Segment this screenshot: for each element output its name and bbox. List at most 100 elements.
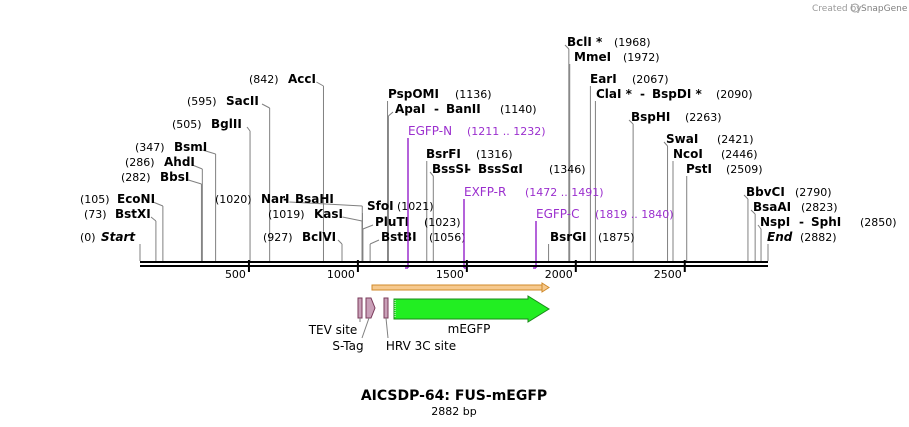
axis-tick-label: 1000 (327, 268, 355, 281)
site-leader-connector (388, 111, 394, 117)
snapgene-logo-icon (850, 3, 860, 13)
site-acci[interactable]: (842) AccI (249, 72, 316, 86)
site-sacii[interactable]: (595)SacII (187, 94, 259, 108)
site-bcli[interactable]: (1968) BclI * (567, 35, 651, 49)
primer-range: (1472 .. 1491) (525, 186, 604, 199)
primer-range: (1819 .. 1840) (595, 208, 674, 221)
leader-lines (139, 44, 769, 261)
site-leader-connector (261, 103, 270, 109)
site-name: BstBI (381, 230, 417, 244)
site-position: (1346) (549, 163, 586, 176)
site-econi[interactable]: (105) EcoNI (80, 192, 155, 206)
site-nspi[interactable]: (2850)NspI-SphI (760, 215, 897, 229)
site-position: (2850) (860, 216, 897, 229)
site-kasi[interactable]: (1019)KasI (268, 207, 343, 221)
site-leader-connector (202, 149, 216, 155)
primer-name: EXFP-R (464, 185, 506, 199)
site-leader-connector (429, 171, 434, 177)
feature-hrv-3c-site[interactable] (383, 297, 389, 319)
site-name: BbvCI (746, 185, 785, 199)
site-eari[interactable]: (2067)EarI (590, 72, 669, 86)
site-leader-connector (246, 126, 251, 132)
feature-megfp[interactable] (393, 295, 550, 323)
site-position: (842) (249, 73, 279, 86)
site-ncoi[interactable]: (2446)NcoI (673, 147, 758, 161)
primer-exfp-r[interactable]: EXFP-R (1472 .. 1491) (463, 185, 604, 269)
site-name: MmeI (574, 50, 611, 64)
primer-egfp-n[interactable]: EGFP-N(1211 .. 1232) (405, 124, 546, 269)
site-pluti[interactable]: (1023)PluTI (375, 215, 461, 229)
site-bsrgi[interactable]: (1875)BsrGI (550, 230, 635, 244)
map-title: AICSDP-64: FUS-mEGFP (361, 388, 547, 404)
site-leader-connector (337, 239, 343, 245)
site-psti[interactable]: (2509)PstI (686, 162, 763, 176)
feature-s-tag[interactable] (365, 297, 376, 319)
site-name: BclI * (567, 35, 603, 49)
site-position: (2790) (795, 186, 832, 199)
site-position: (2067) (632, 73, 669, 86)
site-position: (1020) (215, 193, 252, 206)
primer-range: (1211 .. 1232) (467, 125, 546, 138)
site-bsmi[interactable]: (347)BsmI (135, 140, 207, 154)
site-bsphi[interactable]: (2263)BspHI (631, 110, 722, 124)
site-position: (1019) (268, 208, 305, 221)
site-labels: (0)Start (73)BstXI(105) EcoNI (282)BbsI(286… (80, 35, 897, 244)
site-name: ClaI * (596, 87, 633, 101)
site-position: (2263) (685, 111, 722, 124)
site-name: SwaI (666, 132, 698, 146)
feature-tev-site[interactable] (357, 297, 363, 319)
site-mmei[interactable]: (1972)MmeI (574, 50, 660, 64)
site-name: EcoNI (117, 192, 155, 206)
primer-name: EGFP-C (536, 207, 579, 221)
site-clai[interactable]: (2090)ClaI *-BspDI * (596, 87, 753, 101)
axis-tick-label: 500 (225, 268, 246, 281)
site-position: (1316) (476, 148, 513, 161)
site-position: (2421) (717, 133, 754, 146)
site-bsrfi[interactable]: (1316)BsrFI (426, 147, 513, 161)
site-name: BsaAI (753, 200, 791, 214)
site-sfoi[interactable]: (1021)SfoI (367, 199, 434, 213)
site-bsaai[interactable]: (2823)BsaAI (753, 200, 838, 214)
site-position: (347) (135, 141, 165, 154)
site-alt-name: BanII (446, 102, 481, 116)
site-bclvi[interactable]: (927)BclVI (263, 230, 336, 244)
site-position: (927) (263, 231, 293, 244)
primers-layer: EGFP-N(1211 .. 1232)EXFP-R (1472 .. 1491)… (405, 124, 674, 269)
site-position: (1056) (429, 231, 466, 244)
site-start[interactable]: (0)Start (80, 230, 136, 244)
site-bsssi[interactable]: (1346)BssSI-BssSαI (432, 162, 586, 176)
site-name: BstXI (115, 207, 151, 221)
site-name: BsrGI (550, 230, 587, 244)
primer-egfp-c[interactable]: EGFP-C (1819 .. 1840) (533, 207, 674, 269)
site-position: (2882) (800, 231, 837, 244)
site-position: (1968) (614, 36, 651, 49)
site-bbsi[interactable]: (282)BbsI (121, 170, 189, 184)
site-bstxi[interactable]: (73)BstXI (84, 207, 151, 221)
site-name: End (767, 230, 793, 244)
site-name: NspI (760, 215, 790, 229)
site-position: (105) (80, 193, 110, 206)
site-pspomi[interactable]: (1136)PspOMI (388, 87, 492, 101)
site-bstbi[interactable]: (1056) BstBI (381, 230, 466, 244)
site-leader-connector (342, 216, 363, 222)
site-ahdi[interactable]: (286)AhdI (125, 155, 195, 169)
site-position: (1021) (397, 200, 434, 213)
site-position: (1023) (424, 216, 461, 229)
site-swai[interactable]: (2421) SwaI (666, 132, 754, 146)
site-nari[interactable]: (1020)NarI-BsaHI (215, 192, 334, 206)
site-end[interactable]: (2882) End (767, 230, 837, 244)
site-leader-connector (757, 224, 762, 230)
site-apai[interactable]: (1140)ApaI-BanII (395, 102, 537, 116)
site-leader-connector (289, 201, 363, 207)
site-separator: - (640, 87, 645, 101)
site-leader-connector (152, 201, 164, 207)
site-leader-connector (316, 81, 324, 87)
orf-arrow[interactable] (371, 282, 550, 293)
map-length: 2882 bp (431, 405, 476, 418)
site-position: (0) (80, 231, 96, 244)
site-name: AccI (288, 72, 316, 86)
site-name: SacII (226, 94, 259, 108)
site-bbvci[interactable]: (2790) BbvCI (746, 185, 832, 199)
site-bglii[interactable]: (505)BglII (172, 117, 242, 131)
